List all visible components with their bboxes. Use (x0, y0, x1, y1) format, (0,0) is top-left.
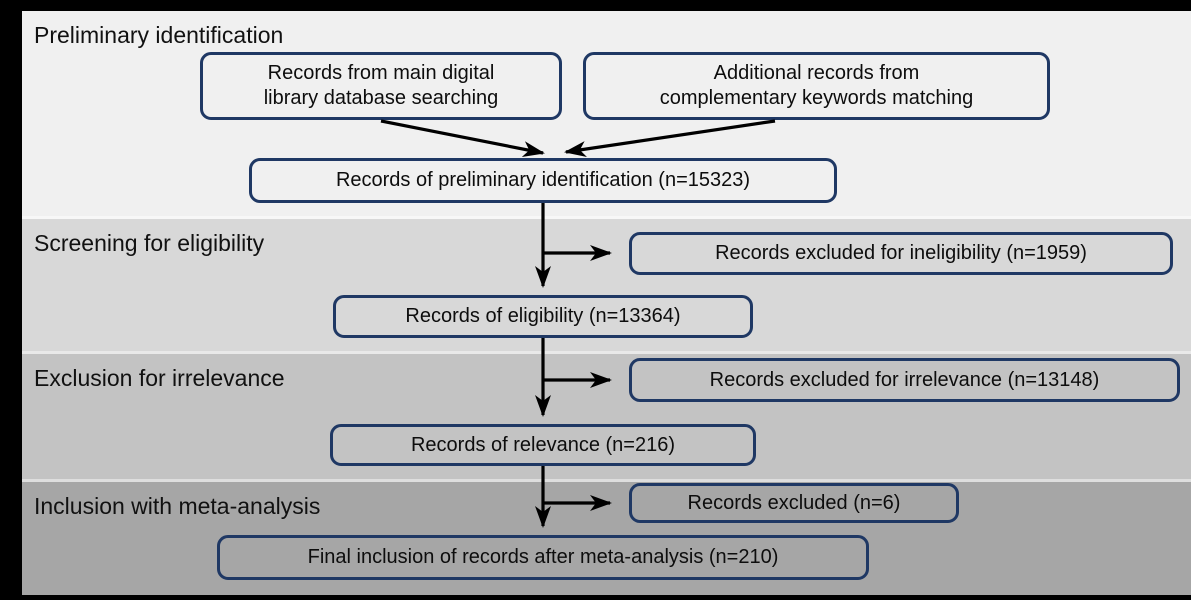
node-final-inclusion: Final inclusion of records after meta-an… (217, 535, 869, 580)
node-preliminary-identification-text: Records of preliminary identification (n… (335, 169, 751, 191)
node-excluded-ineligibility: Records excluded for ineligibility (n=19… (629, 232, 1173, 275)
node-excluded-irrelevance: Records excluded for irrelevance (n=1314… (629, 358, 1180, 402)
node-preliminary-identification: Records of preliminary identification (n… (249, 158, 837, 203)
node-records-excluded-meta-text: Records excluded (n=6) (687, 491, 901, 514)
band-label-inclusion-with-meta-analysis: Inclusion with meta-analysis (34, 493, 321, 519)
node-final-inclusion-text: Final inclusion of records after meta-an… (307, 546, 779, 568)
node-records-main-database-text: Records from main digital library databa… (263, 62, 499, 109)
band-inclusion-with-meta-analysis: Inclusion with meta-analysis (22, 482, 1191, 595)
node-excluded-ineligibility-text: Records excluded for ineligibility (n=19… (715, 242, 1087, 264)
node-additional-records-keywords-text: Additional records from complementary ke… (659, 62, 974, 109)
node-excluded-irrelevance-text: Records excluded for irrelevance (n=1314… (709, 368, 1100, 391)
band-preliminary-identification: Preliminary identification (22, 11, 1191, 219)
band-screening-for-eligibility: Screening for eligibility (22, 219, 1191, 354)
node-records-of-eligibility: Records of eligibility (n=13364) (333, 295, 753, 338)
band-label-exclusion-for-irrelevance: Exclusion for irrelevance (34, 365, 285, 391)
band-label-preliminary-identification: Preliminary identification (34, 22, 284, 48)
node-records-main-database: Records from main digital library databa… (200, 52, 562, 120)
band-label-screening-for-eligibility: Screening for eligibility (34, 230, 265, 256)
node-records-of-eligibility-text: Records of eligibility (n=13364) (405, 305, 681, 327)
node-additional-records-keywords: Additional records from complementary ke… (583, 52, 1050, 120)
node-records-of-relevance: Records of relevance (n=216) (330, 424, 756, 466)
node-records-excluded-meta: Records excluded (n=6) (629, 483, 959, 523)
node-records-of-relevance-text: Records of relevance (n=216) (410, 433, 676, 456)
